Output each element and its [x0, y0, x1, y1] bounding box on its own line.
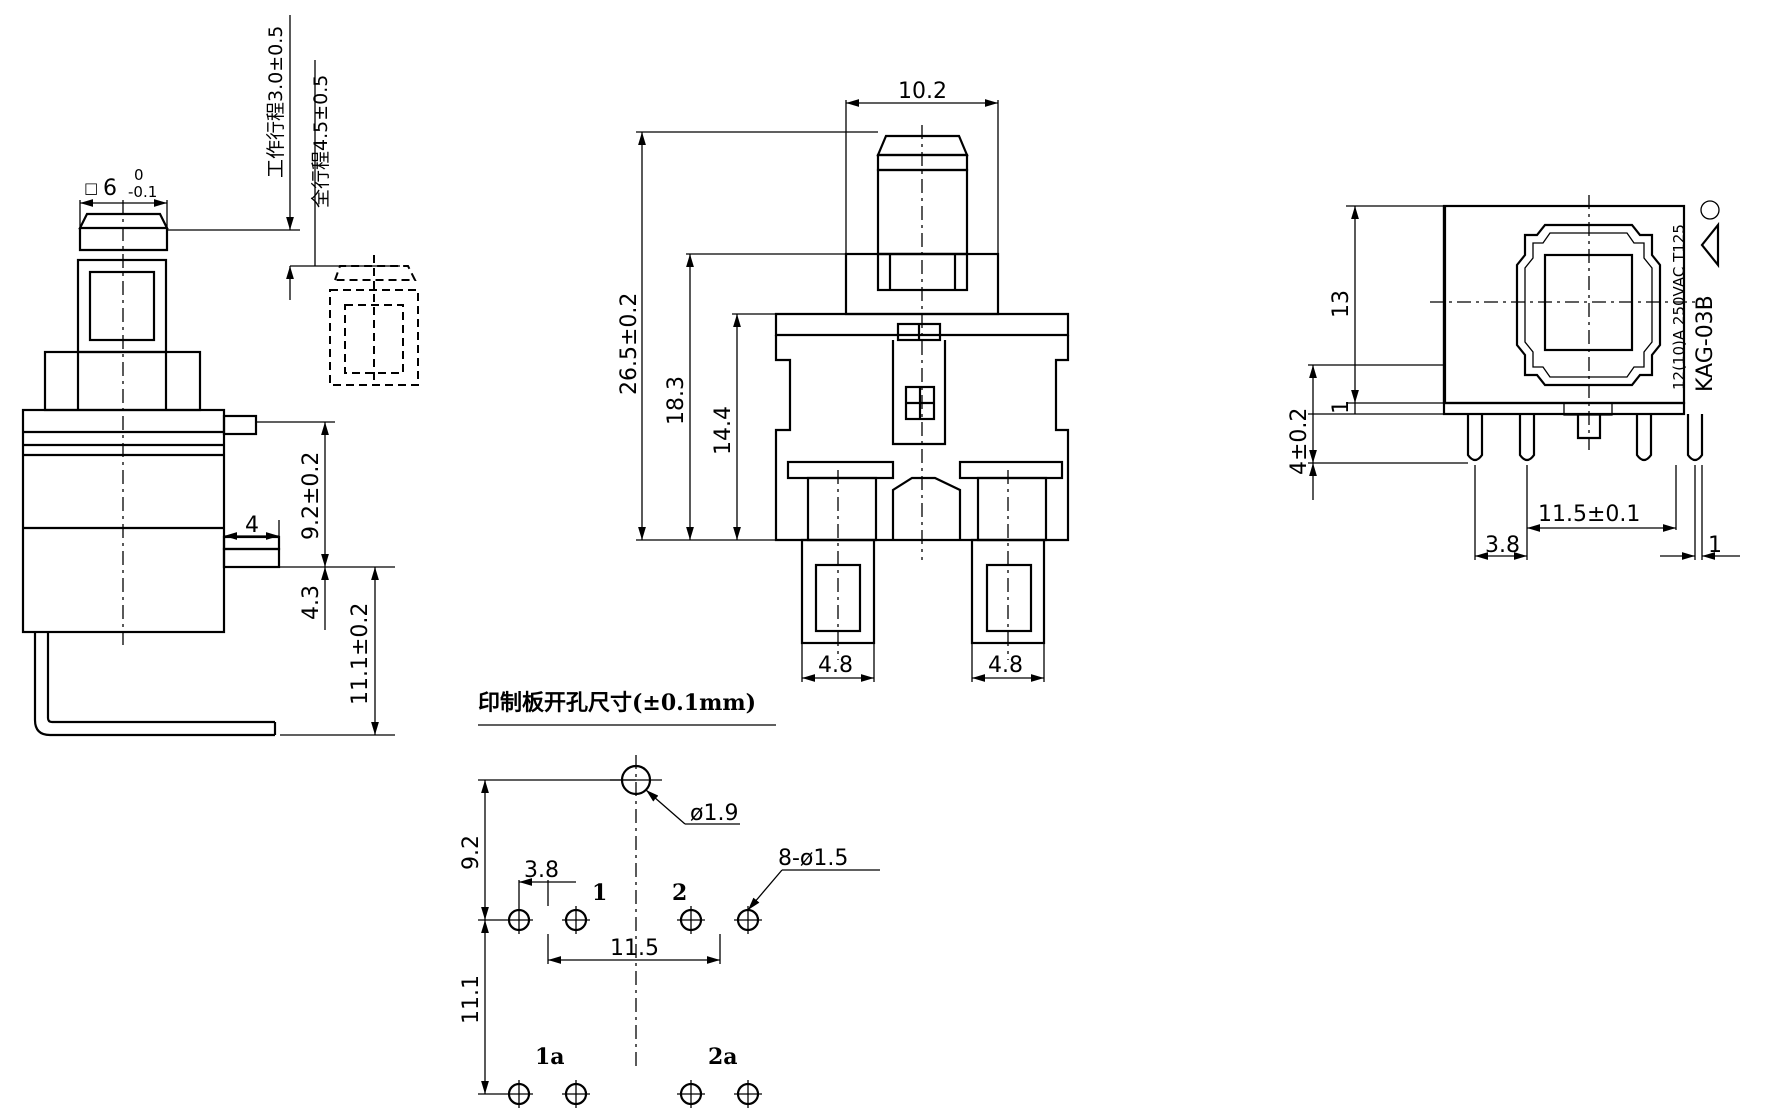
pcb-holes-row-1 [505, 906, 762, 934]
top-rating-text: 12(10)A 250VAC T125 [1670, 224, 1688, 390]
side-terminal-mid [222, 535, 281, 551]
side-plunger [76, 258, 168, 354]
top-dim-1: 1 [1329, 400, 1354, 414]
pcb-dim-3-8: 3.8 [524, 858, 559, 883]
front-height-14-4: 14.4 [711, 406, 736, 455]
warning-triangle-icon [1700, 221, 1720, 269]
cap-square-symbol: □ [84, 179, 98, 197]
pressed-plunger-ghost [333, 265, 417, 281]
cert-mark-icon [1700, 200, 1720, 220]
pcb-pin-1a: 1a [535, 1044, 565, 1070]
pcb-dim-11-5: 11.5 [610, 936, 659, 961]
top-pin-thickness: 1 [1708, 533, 1722, 558]
top-dim-4: 4±0.2 [1287, 408, 1312, 475]
front-width: 10.2 [898, 79, 947, 104]
cap-tol-lower: -0.1 [128, 183, 157, 201]
top-pin-1 [1466, 414, 1484, 462]
front-view: 10.2 26.5±0.2 18.3 14.4 4.8 4.8 [617, 79, 1070, 682]
front-pin-right-width: 4.8 [988, 653, 1023, 678]
top-button-housing [1515, 223, 1662, 387]
cap-width-label: 6 [103, 176, 117, 201]
side-bent-pin [33, 632, 275, 737]
front-height-total: 26.5±0.2 [617, 293, 642, 395]
pcb-dim-9-2: 9.2 [459, 835, 484, 870]
top-dim-13: 13 [1329, 290, 1354, 318]
side-cap [78, 212, 169, 230]
pcb-holes-small-label: 8-ø1.5 [778, 846, 848, 871]
front-contact-left [786, 460, 895, 480]
pcb-dim-11-1: 11.1 [459, 975, 484, 1024]
top-pin-2 [1518, 414, 1536, 462]
dim-4-3: 4.3 [299, 585, 324, 620]
pcb-holes-row-2 [505, 1080, 762, 1108]
pcb-layout: 印制板开孔尺寸(±0.1mm) ø1.9 8-ø1.5 1 2 [459, 690, 880, 1108]
pcb-hole-large-label: ø1.9 [690, 801, 738, 826]
front-pin-left-width: 4.8 [818, 653, 853, 678]
front-height-18-3: 18.3 [664, 376, 689, 425]
pcb-title: 印制板开孔尺寸(±0.1mm) [478, 690, 756, 716]
side-terminal-upper [222, 414, 258, 436]
dim-4: 4 [245, 513, 259, 538]
top-view: 12(10)A 250VAC T125 KAG-03B 13 1 4±0.2 1 [1287, 195, 1740, 560]
dim-9-2: 9.2±0.2 [299, 452, 324, 540]
front-contact-right [958, 460, 1064, 480]
total-stroke-label: 全行程4.5±0.5 [310, 75, 332, 208]
top-pitch-3-8: 3.8 [1485, 533, 1520, 558]
pcb-pin-2: 2 [672, 880, 687, 906]
side-view: □ 6 0 -0.1 工作行程3.0±0.5 全行程4.5±0.5 9.2±0.… [21, 15, 419, 737]
top-pitch-11-5: 11.5±0.1 [1538, 502, 1640, 527]
pcb-pin-2a: 2a [708, 1044, 738, 1070]
dim-11-1: 11.1±0.2 [348, 603, 373, 705]
top-pin-3 [1635, 414, 1653, 462]
top-pin-4 [1686, 414, 1704, 462]
pcb-pin-1: 1 [592, 880, 607, 906]
top-model-text: KAG-03B [1693, 295, 1718, 392]
working-stroke-label: 工作行程3.0±0.5 [265, 26, 287, 178]
top-pin-center [1576, 414, 1602, 440]
cap-tol-upper: 0 [134, 166, 144, 184]
